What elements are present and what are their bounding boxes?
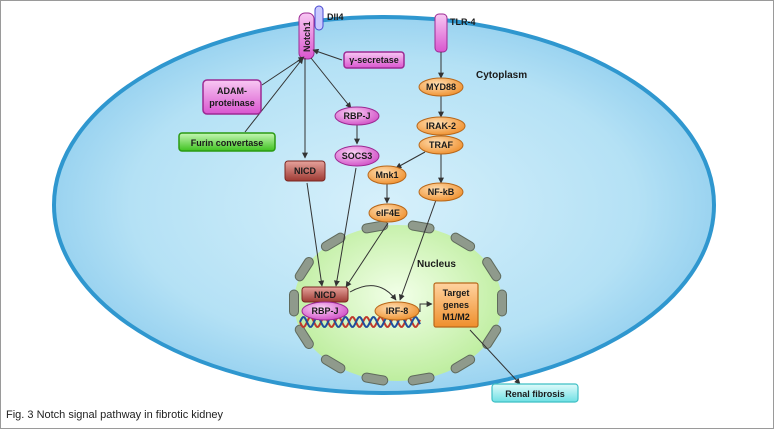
arrow-adam-to-notch [261,56,305,86]
svg-text:NF-kB: NF-kB [428,187,455,197]
nuclear-pore-segment [361,220,389,234]
nuclear-pore-segment [361,372,389,386]
nuclear-envelope-segments [289,220,507,386]
svg-text:Dll4: Dll4 [327,12,344,22]
nuclear-pore-segment [289,289,299,317]
nuclear-pore-segment [294,324,314,349]
svg-text:M1/M2: M1/M2 [442,312,470,322]
svg-text:TLR-4: TLR-4 [450,17,476,27]
traf-node: TRAF [418,135,464,155]
svg-text:ADAM-: ADAM- [217,86,247,96]
nicd-nucleus-node: NICD [301,286,349,303]
arrow-furin-to-notch [244,57,304,133]
cytoplasm-label: Cytoplasm [476,70,527,81]
target-genes-node: Target genes M1/M2 [433,282,479,328]
arrow-nicd-to-nucleus [306,182,325,287]
svg-text:NICD: NICD [294,166,316,176]
figure-caption: Fig. 3 Notch signal pathway in fibrotic … [6,409,224,421]
nuclear-pore-segment [320,354,346,374]
svg-text:RBP-J: RBP-J [343,111,370,121]
arrow-eif4e-to-nicd [345,222,389,288]
gamma-secretase-node: γ-secretase [343,51,405,69]
svg-text:genes: genes [443,300,469,310]
adam-proteinase-node: ADAM- proteinase [202,79,262,115]
nuclear-pore-segment [450,232,476,252]
pathway-arrows [244,48,521,385]
svg-text:Furin convertase: Furin convertase [191,138,264,148]
nuclear-pore-segment [407,372,435,386]
arrow-socs3-to-nicd [333,167,357,287]
svg-text:eIF4E: eIF4E [376,208,400,218]
arrow-nicd-to-irf8 [349,285,397,301]
notch1-receptor: Notch1 [298,12,315,60]
svg-text:γ-secretase: γ-secretase [349,55,399,65]
dll4-ligand: Dll4 [314,5,344,31]
furin-convertase-node: Furin convertase [178,132,276,152]
line-target-to-fibrosis [469,329,521,385]
irf8-node: IRF-8 [374,301,420,321]
renal-fibrosis-node: Renal fibrosis [491,383,579,403]
svg-text:IRAK-2: IRAK-2 [426,121,456,131]
arrow-irf8-to-target [419,301,433,312]
dna-strand-red [299,316,421,328]
nuclear-pore-segment [482,257,502,282]
arrow-nfkb-to-irf8 [399,199,437,301]
nuclear-pore-segment [294,257,314,282]
svg-text:Renal fibrosis: Renal fibrosis [505,389,565,399]
svg-text:Notch1: Notch1 [302,21,312,52]
svg-text:TRAF: TRAF [429,140,453,150]
svg-text:Mnk1: Mnk1 [375,170,398,180]
myd88-node: MYD88 [418,77,464,97]
arrow-gamma-to-notch [312,48,343,61]
nuclear-pore-segment [497,289,507,317]
nicd-cytoplasm-node: NICD [284,160,326,182]
rbpj-nucleus-node: RBP-J [301,301,349,321]
svg-text:SOCS3: SOCS3 [342,151,373,161]
svg-text:proteinase: proteinase [209,98,255,108]
nuclear-pore-segment [450,354,476,374]
svg-text:RBP-J: RBP-J [311,306,338,316]
svg-text:IRF-8: IRF-8 [386,306,409,316]
eif4e-node: eIF4E [368,203,408,223]
rbpj-cytoplasm-node: RBP-J [334,106,380,126]
mnk1-node: Mnk1 [367,165,407,185]
nucleus-label: Nucleus [417,259,456,270]
nuclear-pore-segment [482,324,502,349]
svg-text:Target: Target [443,288,470,298]
nfkb-node: NF-kB [418,182,464,202]
svg-text:NICD: NICD [314,290,336,300]
arrow-traf-to-mnk1 [395,151,426,169]
arrow-notch-to-rbpj [310,57,352,109]
svg-text:MYD88: MYD88 [426,82,456,92]
irak2-node: IRAK-2 [416,116,466,136]
socs3-node: SOCS3 [334,145,380,167]
